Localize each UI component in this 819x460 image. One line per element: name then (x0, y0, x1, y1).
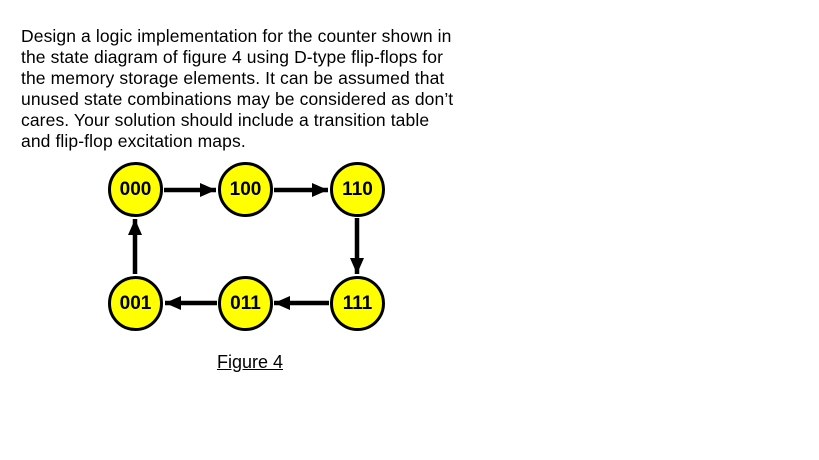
problem-statement: Design a logic implementation for the co… (21, 26, 501, 152)
problem-line: the state diagram of figure 4 using D-ty… (21, 47, 444, 67)
state-node-110: 110 (330, 162, 385, 217)
problem-line: Design a logic implementation for the co… (21, 26, 452, 46)
problem-line: the memory storage elements. It can be a… (21, 68, 445, 88)
state-node-100: 100 (218, 162, 273, 217)
problem-line: and flip-flop excitation maps. (21, 131, 246, 151)
state-node-011: 011 (218, 276, 273, 331)
state-diagram: 000 100 110 111 011 001 Figure 4 (108, 162, 385, 372)
problem-line: unused state combinations may be conside… (21, 89, 454, 109)
state-node-001: 001 (108, 276, 163, 331)
figure-caption: Figure 4 (216, 352, 284, 372)
problem-line: cares. Your solution should include a tr… (21, 110, 430, 130)
state-node-111: 111 (330, 276, 385, 331)
transition-arrows (128, 183, 364, 310)
state-node-000: 000 (108, 162, 163, 217)
